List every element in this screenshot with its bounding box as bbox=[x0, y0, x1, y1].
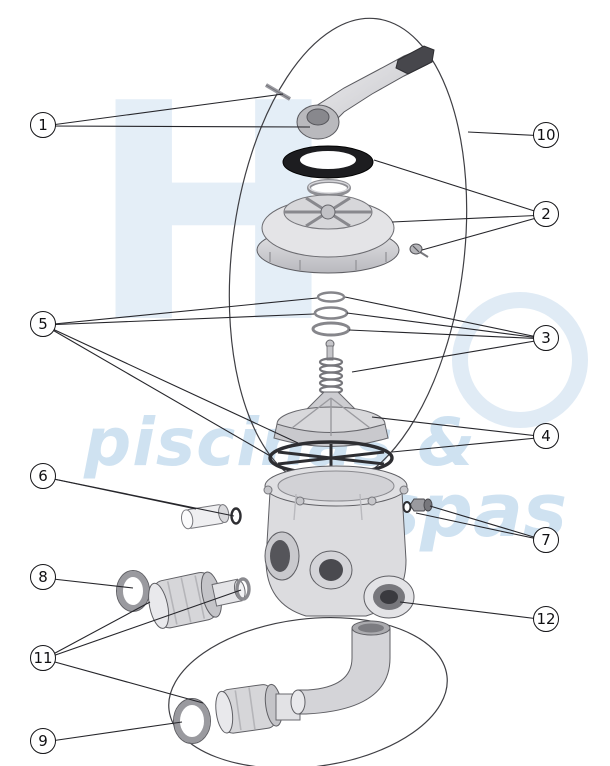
leader-line-5 bbox=[43, 297, 318, 326]
callout-4: 4 bbox=[533, 423, 559, 449]
leader-line-5 bbox=[43, 313, 315, 326]
leader-line-2 bbox=[373, 159, 548, 216]
valve-body bbox=[263, 465, 415, 619]
callout-12: 12 bbox=[533, 606, 559, 632]
leader-line-7 bbox=[415, 512, 548, 542]
elbow-pipe-assembly bbox=[173, 620, 391, 744]
washer-ring bbox=[307, 179, 351, 197]
spring-stem bbox=[318, 339, 344, 395]
leader-line-4 bbox=[371, 416, 548, 438]
callout-9: 9 bbox=[30, 728, 56, 754]
callout-6: 6 bbox=[30, 463, 56, 489]
leader-line-5 bbox=[43, 324, 299, 444]
leader-line-11 bbox=[43, 658, 204, 704]
leader-line-1 bbox=[43, 93, 284, 127]
leader-line-12 bbox=[399, 601, 548, 621]
leader-line-11 bbox=[43, 601, 151, 660]
leader-line-3 bbox=[346, 312, 548, 340]
leader-line-3 bbox=[348, 329, 548, 340]
handle bbox=[296, 45, 435, 140]
leader-line-7 bbox=[429, 505, 548, 542]
callout-1: 1 bbox=[30, 112, 56, 138]
leader-lines-layer bbox=[43, 93, 548, 743]
callout-5: 5 bbox=[30, 311, 56, 337]
lid-gasket bbox=[282, 145, 374, 179]
o-ring-stack bbox=[311, 291, 351, 337]
bottom-assembly-ellipse bbox=[168, 616, 448, 766]
drain-plug bbox=[402, 498, 433, 513]
leader-line-11 bbox=[43, 589, 242, 660]
leader-line-6 bbox=[43, 476, 235, 517]
union-nut-assembly bbox=[116, 570, 251, 629]
diverter-rotor bbox=[273, 391, 389, 447]
leader-line-2 bbox=[421, 214, 548, 251]
lid-screw bbox=[409, 243, 429, 258]
leader-line-5 bbox=[43, 324, 273, 458]
leader-line-8 bbox=[43, 577, 134, 589]
leader-line-2 bbox=[391, 214, 548, 223]
valve-lid bbox=[256, 194, 400, 274]
callout-11: 11 bbox=[30, 645, 56, 671]
handle-pin bbox=[264, 83, 292, 101]
leader-line-1 bbox=[43, 125, 311, 128]
leader-line-9 bbox=[43, 721, 183, 743]
leader-line-3 bbox=[351, 338, 548, 373]
callout-10: 10 bbox=[533, 122, 559, 148]
leader-line-4 bbox=[391, 436, 548, 453]
leader-line-3 bbox=[344, 296, 548, 340]
callout-3: 3 bbox=[533, 325, 559, 351]
callout-2: 2 bbox=[533, 201, 559, 227]
callout-8: 8 bbox=[30, 564, 56, 590]
callout-7: 7 bbox=[533, 527, 559, 553]
